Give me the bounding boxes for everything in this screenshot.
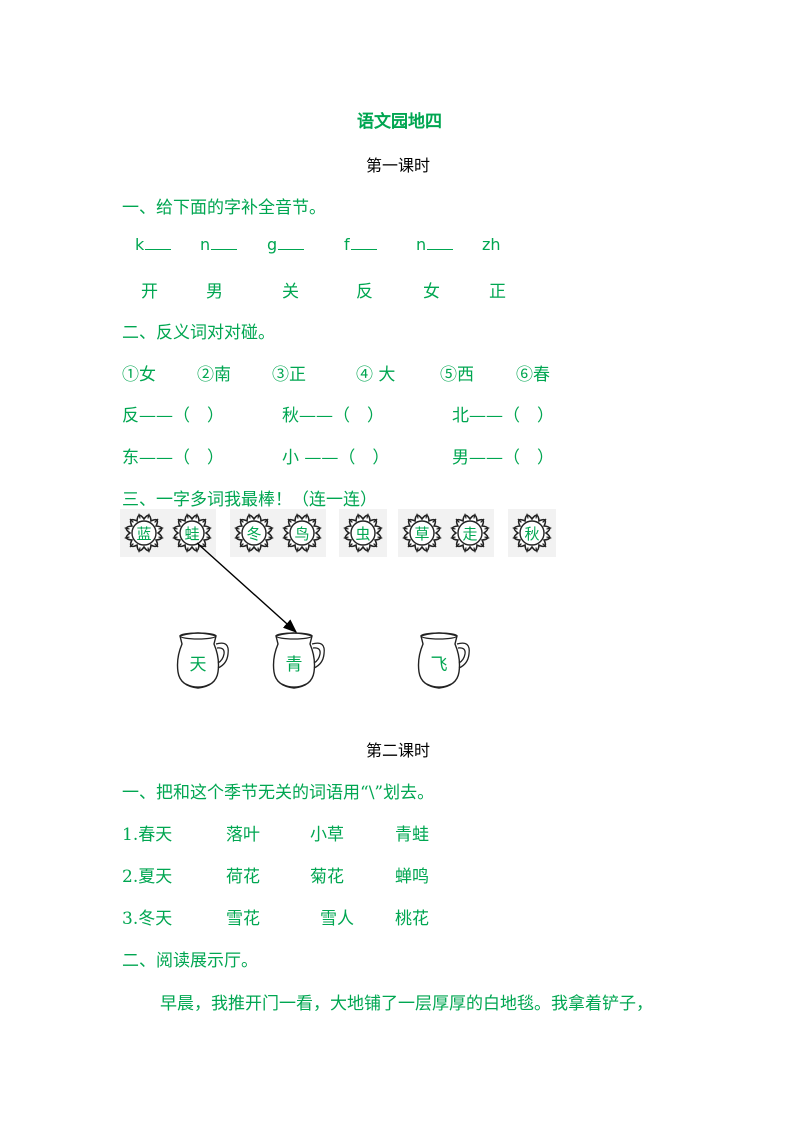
word-item[interactable]: 蝉鸣 xyxy=(395,867,429,887)
sun-flower-icon xyxy=(508,509,556,557)
char-item: 女 xyxy=(423,282,440,302)
word-item[interactable]: 荷花 xyxy=(226,867,260,887)
antonym-pair[interactable]: 男——（ ） xyxy=(452,448,554,468)
option-item: ⑤西 xyxy=(440,365,474,385)
sun-flower-icon xyxy=(168,509,216,557)
reading-passage: 早晨，我推开门一看，大地铺了一层厚厚的白地毯。我拿着铲子， xyxy=(160,994,653,1014)
word-item[interactable]: 落叶 xyxy=(226,825,260,845)
pinyin-item: f xyxy=(344,235,377,254)
sun-flower-card[interactable]: 草 xyxy=(398,509,446,557)
sun-flower-icon xyxy=(230,509,278,557)
jug-card[interactable]: 青 xyxy=(268,628,330,692)
char-item: 正 xyxy=(489,282,506,302)
p2-q2-heading: 二、阅读展示厅。 xyxy=(122,951,258,971)
lesson-2-heading: 第二课时 xyxy=(366,741,431,760)
sun-flower-card[interactable]: 秋 xyxy=(508,509,556,557)
q2-heading: 二、反义词对对碰。 xyxy=(122,323,275,343)
sun-flower-card[interactable]: 蛙 xyxy=(168,509,216,557)
q1-heading: 一、给下面的字补全音节。 xyxy=(122,198,326,218)
pinyin-item: n xyxy=(416,235,454,254)
word-item[interactable]: 桃花 xyxy=(395,909,429,929)
pinyin-item: zh xyxy=(482,235,501,254)
jug-card[interactable]: 飞 xyxy=(413,628,475,692)
answer-blank[interactable] xyxy=(145,235,172,250)
char-item: 关 xyxy=(282,282,299,302)
sun-flower-card[interactable]: 鸟 xyxy=(278,509,326,557)
pinyin-item: g xyxy=(267,235,305,254)
sun-flower-icon xyxy=(398,509,446,557)
sun-flower-card[interactable]: 虫 xyxy=(339,509,387,557)
option-item: ⑥春 xyxy=(516,365,550,385)
sun-flower-card[interactable]: 走 xyxy=(446,509,494,557)
word-item[interactable]: 菊花 xyxy=(310,867,344,887)
pinyin-item: n xyxy=(200,235,238,254)
word-item[interactable]: 青蛙 xyxy=(395,825,429,845)
word-item[interactable]: 小草 xyxy=(310,825,344,845)
sun-flower-icon xyxy=(446,509,494,557)
jug-icon xyxy=(176,632,229,689)
jug-icon xyxy=(417,632,470,689)
p2-q1-heading: 一、把和这个季节无关的词语用“\”划去。 xyxy=(122,783,435,803)
antonym-pair[interactable]: 小 ——（ ） xyxy=(282,448,390,468)
option-item: ②南 xyxy=(197,365,231,385)
season-label: 1.春天 xyxy=(122,825,173,845)
season-label: 2.夏天 xyxy=(122,867,173,887)
q3-heading: 三、一字多词我最棒！（连一连） xyxy=(122,490,377,510)
char-item: 开 xyxy=(141,282,158,302)
option-item: ③正 xyxy=(272,365,306,385)
antonym-pair[interactable]: 反——（ ） xyxy=(122,406,224,426)
sun-flower-icon xyxy=(339,509,387,557)
option-item: ①女 xyxy=(122,365,156,385)
jug-icon xyxy=(272,632,325,689)
season-label: 3.冬天 xyxy=(122,909,173,929)
page-title: 语文园地四 xyxy=(357,112,442,132)
sun-flower-icon xyxy=(120,509,168,557)
word-item[interactable]: 雪花 xyxy=(226,909,260,929)
jug-card[interactable]: 天 xyxy=(172,628,234,692)
antonym-pair[interactable]: 北——（ ） xyxy=(452,406,554,426)
answer-blank[interactable] xyxy=(350,235,377,250)
option-item: ④ 大 xyxy=(356,365,396,385)
antonym-pair[interactable]: 秋——（ ） xyxy=(282,406,384,426)
sun-flower-icon xyxy=(278,509,326,557)
pinyin-item: k xyxy=(135,235,172,254)
sun-flower-card[interactable]: 冬 xyxy=(230,509,278,557)
char-item: 反 xyxy=(356,282,373,302)
sun-flower-card[interactable]: 蓝 xyxy=(120,509,168,557)
word-item[interactable]: 雪人 xyxy=(320,909,354,929)
lesson-1-heading: 第一课时 xyxy=(366,156,431,175)
answer-blank[interactable] xyxy=(427,235,454,250)
answer-blank[interactable] xyxy=(278,235,305,250)
char-item: 男 xyxy=(206,282,223,302)
antonym-pair[interactable]: 东——（ ） xyxy=(122,448,224,468)
answer-blank[interactable] xyxy=(211,235,238,250)
